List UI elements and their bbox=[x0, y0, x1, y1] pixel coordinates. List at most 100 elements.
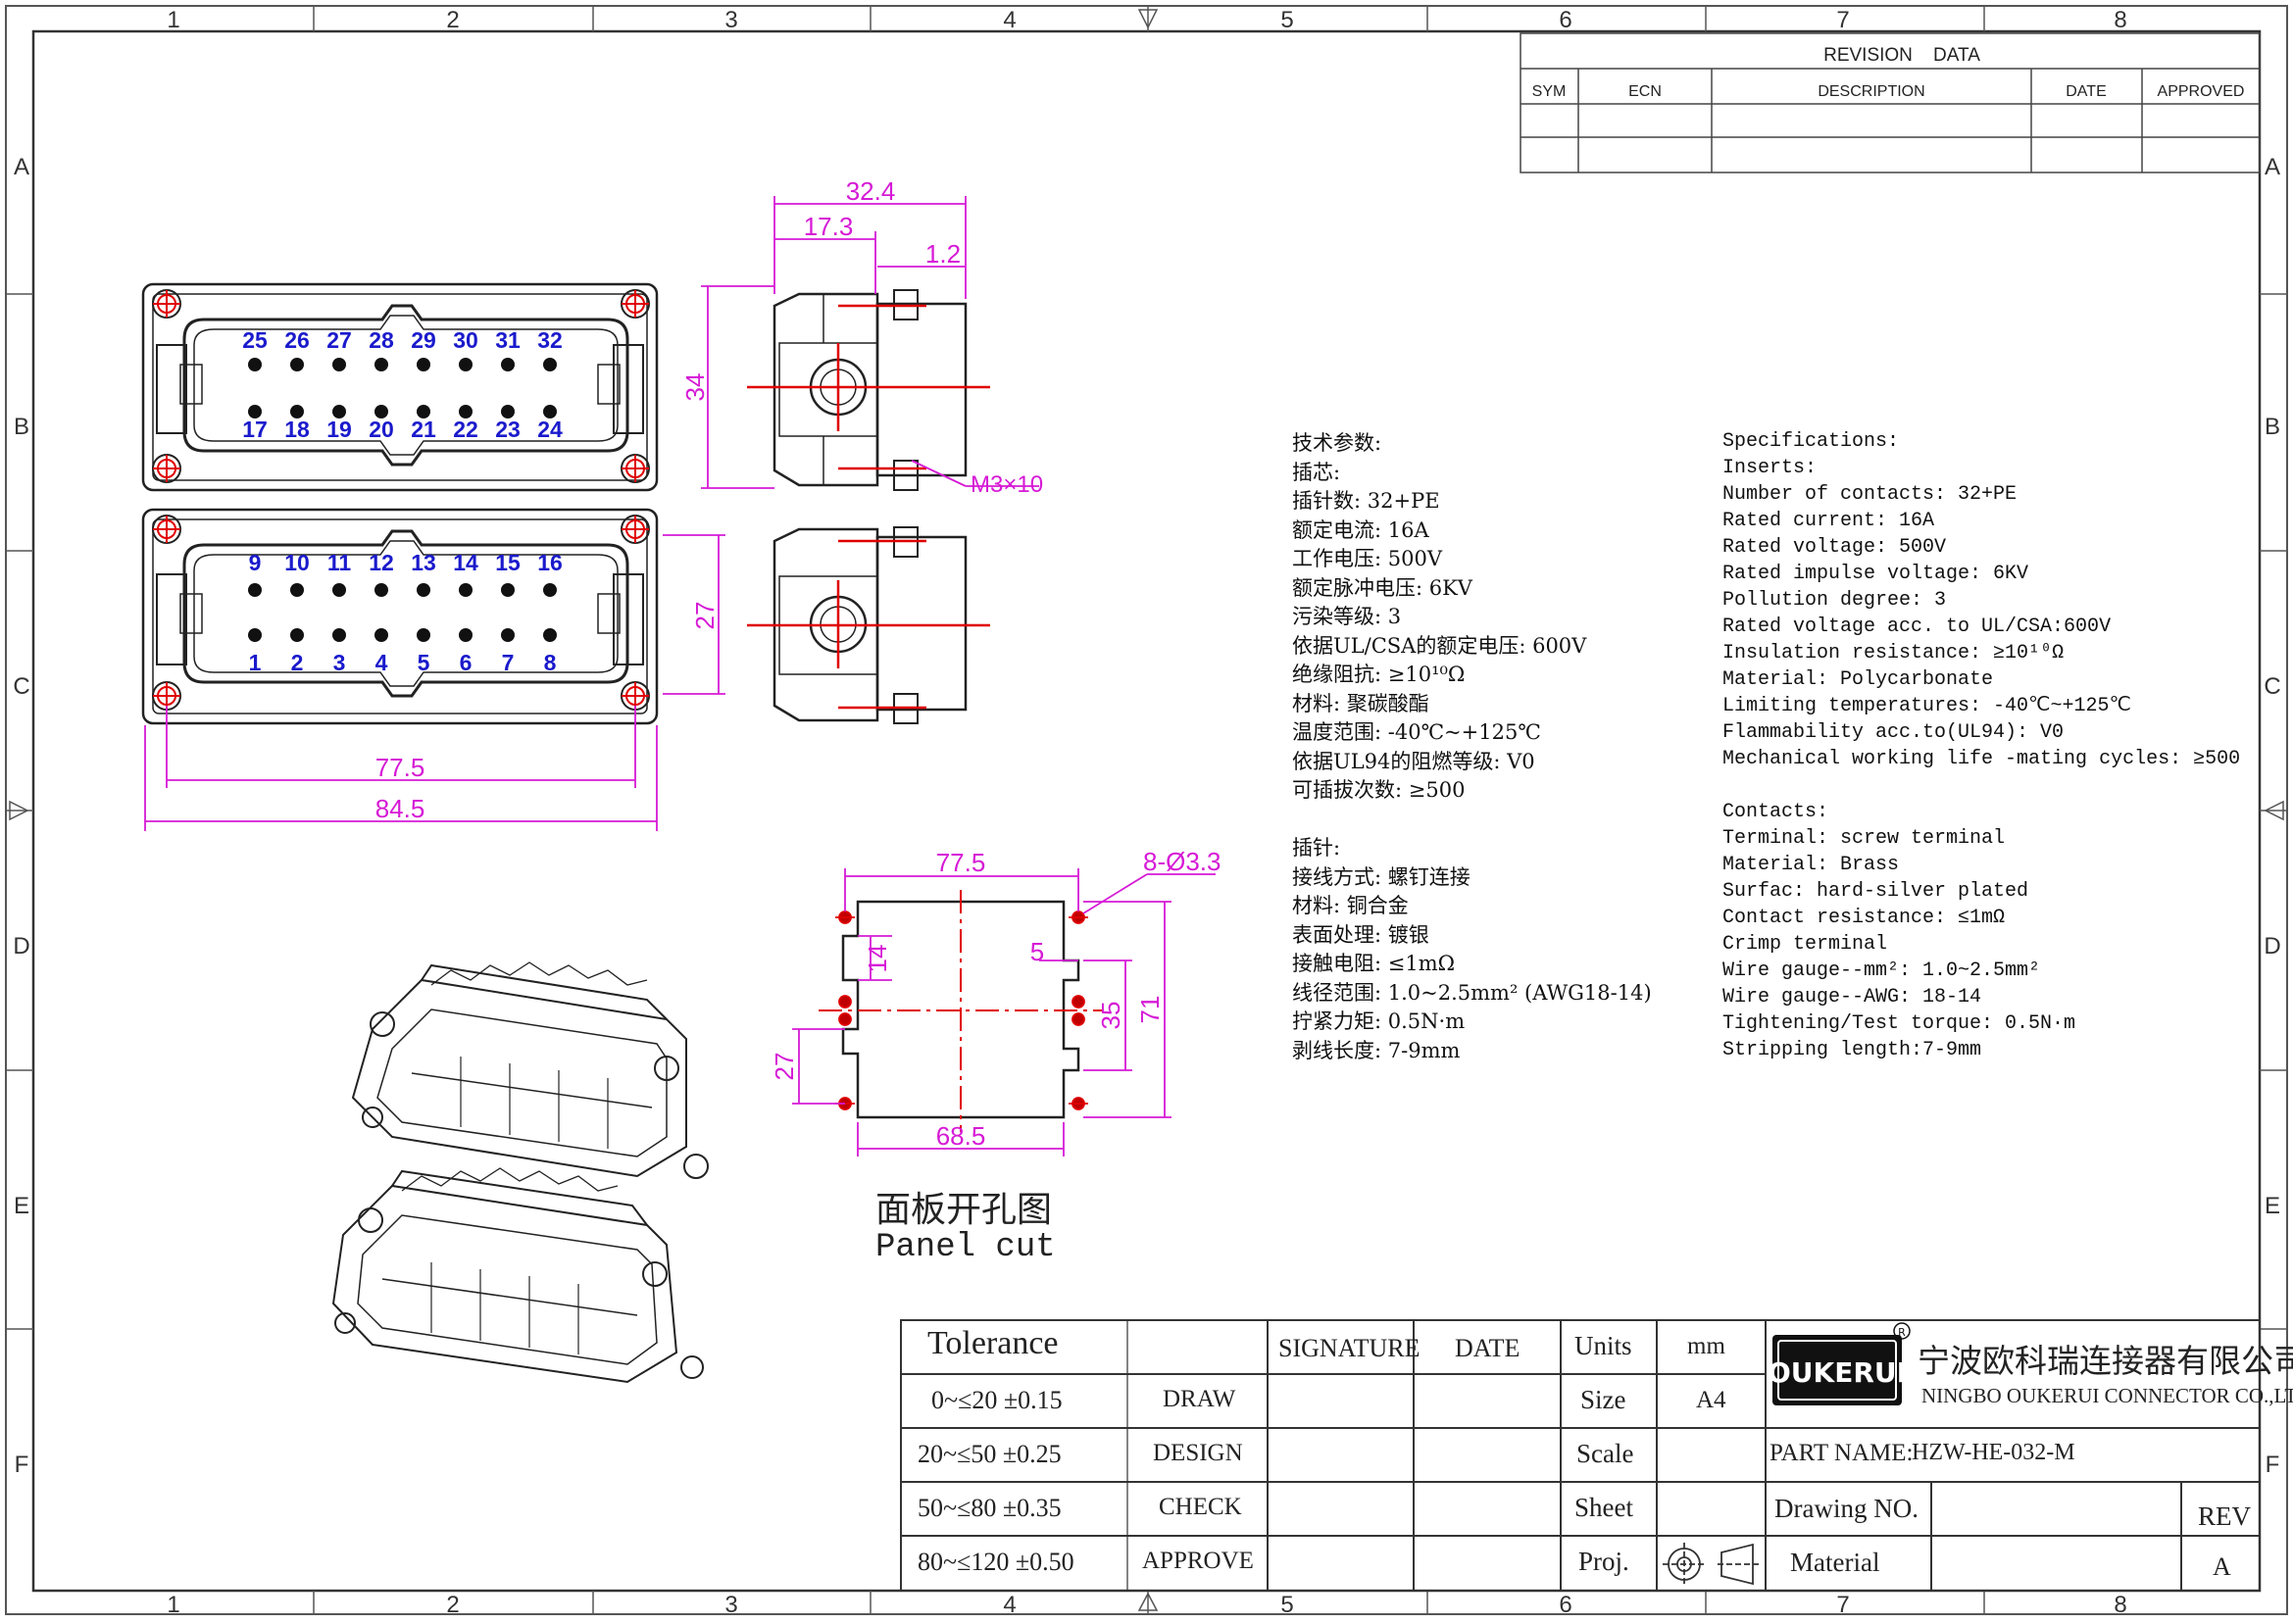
spec-en-line: Surfac: hard-silver plated bbox=[1722, 880, 2029, 903]
part-name-value: HZW-HE-032-M bbox=[1912, 1440, 2075, 1465]
front-dimensions bbox=[144, 534, 725, 831]
spec-cn-line: 材料: 铜合金 bbox=[1292, 894, 1409, 917]
spec-en-block: Specifications: Inserts: Number of conta… bbox=[1722, 428, 2240, 1063]
col-label: 1 bbox=[167, 1592, 179, 1618]
company-name-en: NINGBO OUKERUI CONNECTOR CO.,LTD. bbox=[1921, 1384, 2293, 1407]
contact-dot bbox=[459, 583, 473, 597]
spec-en-line: Contact resistance: ≤1mΩ bbox=[1722, 907, 2006, 929]
spec-cn-line: 插针数: 32+PE bbox=[1292, 489, 1440, 513]
tolerance-row: 50~≤80 ±0.35 bbox=[918, 1494, 1062, 1522]
spec-cn-line: 绝缘阻抗: ≥10¹⁰Ω bbox=[1292, 663, 1466, 686]
contact-dot bbox=[543, 628, 557, 642]
contact-dot bbox=[501, 628, 515, 642]
spec-en-line: Inserts: bbox=[1722, 457, 1818, 479]
revision-table bbox=[1520, 32, 2261, 173]
contact-dot bbox=[543, 358, 557, 371]
spec-cn-line: 可插拔次数: ≥500 bbox=[1292, 778, 1466, 802]
contact-dot bbox=[543, 583, 557, 597]
spec-cn-line: 技术参数: bbox=[1292, 431, 1382, 455]
front-view-lower bbox=[141, 508, 659, 725]
panel-cut-centerlines bbox=[819, 890, 1103, 1132]
spec-cn-line: 依据UL/CSA的额定电压: 600V bbox=[1292, 633, 1587, 658]
dim-27: 27 bbox=[690, 602, 720, 630]
pdim-68-5: 68.5 bbox=[936, 1121, 986, 1151]
contact-dot bbox=[374, 583, 388, 597]
spec-cn-line: 插针: bbox=[1292, 836, 1341, 860]
side-centerlines bbox=[747, 304, 990, 710]
pin-number: 22 bbox=[453, 417, 478, 442]
pin-number: 23 bbox=[495, 417, 521, 442]
pin-number: 27 bbox=[326, 327, 352, 353]
side-view-upper bbox=[773, 289, 968, 491]
spec-en-line: Tightening/Test torque: 0.5N·m bbox=[1722, 1012, 2076, 1035]
tolerance-row: 20~≤50 ±0.25 bbox=[918, 1440, 1062, 1468]
proj-label: Proj. bbox=[1578, 1547, 1629, 1576]
rev-header-ecn: ECN bbox=[1628, 83, 1662, 100]
pin-number: 16 bbox=[537, 550, 563, 575]
row-label: B bbox=[14, 414, 29, 440]
front-view-upper bbox=[141, 282, 659, 492]
role-approve: APPROVE bbox=[1142, 1548, 1254, 1574]
panel-cut-outline bbox=[841, 900, 1080, 1119]
contact-dot bbox=[459, 628, 473, 642]
spec-cn-line: 插芯: bbox=[1292, 460, 1341, 484]
pin-number: 13 bbox=[411, 550, 436, 575]
col-label: 3 bbox=[724, 1592, 737, 1618]
contact-dot bbox=[332, 405, 346, 418]
rev-header-description: DESCRIPTION bbox=[1818, 83, 1924, 100]
contact-dot bbox=[248, 358, 262, 371]
contact-dot bbox=[374, 358, 388, 371]
row-label: A bbox=[14, 154, 29, 180]
role-draw: DRAW bbox=[1163, 1386, 1236, 1412]
col-label: 6 bbox=[1559, 7, 1571, 33]
panel-cut-caption-en: Panel cut bbox=[875, 1229, 1056, 1266]
spec-en-line: Material: Polycarbonate bbox=[1722, 668, 1994, 691]
spec-en-line: Stripping length:7-9mm bbox=[1722, 1039, 1982, 1061]
contact-dot bbox=[501, 405, 515, 418]
spec-cn-line: 工作电压: 500V bbox=[1292, 547, 1442, 570]
pin-number: 8 bbox=[544, 650, 557, 675]
pin-number: 7 bbox=[502, 650, 515, 675]
role-check: CHECK bbox=[1159, 1494, 1242, 1520]
spec-cn-line: 材料: 聚碳酸酯 bbox=[1292, 691, 1429, 715]
sheet-label: Sheet bbox=[1574, 1493, 1633, 1522]
contact-dot bbox=[374, 628, 388, 642]
col-label: 8 bbox=[2114, 1592, 2126, 1618]
pin-number: 25 bbox=[242, 327, 268, 353]
col-label: 4 bbox=[1003, 1592, 1016, 1618]
spec-cn-line: 表面处理: 镀银 bbox=[1292, 922, 1429, 947]
company-logo: OUKERUI R bbox=[1768, 1322, 1911, 1405]
svg-text:R: R bbox=[1898, 1326, 1906, 1339]
isometric-view-lower bbox=[331, 1167, 704, 1384]
title-block-grid bbox=[900, 1319, 2261, 1592]
spec-en-line: Specifications: bbox=[1722, 430, 1900, 453]
logo-text: OUKERUI bbox=[1768, 1356, 1907, 1389]
spec-cn-line: 依据UL94的阻燃等级: V0 bbox=[1292, 749, 1535, 773]
contact-dot bbox=[459, 405, 473, 418]
units-label: Units bbox=[1574, 1331, 1632, 1360]
spec-en-line: Number of contacts: 32+PE bbox=[1722, 483, 2018, 506]
pin-number: 10 bbox=[284, 550, 310, 575]
front-dim-text: 77.5 84.5 27 bbox=[375, 602, 720, 823]
row-label: B bbox=[2265, 414, 2280, 440]
contact-dot bbox=[459, 358, 473, 371]
col-label: 7 bbox=[1836, 7, 1849, 33]
spec-en-line: Pollution degree: 3 bbox=[1722, 589, 1947, 612]
panel-cut-dim-text: 77.5 8-Ø3.3 5 14 35 71 27 68.5 bbox=[770, 847, 1221, 1151]
scale-label: Scale bbox=[1576, 1439, 1634, 1468]
side-dimensions bbox=[701, 196, 1039, 489]
panel-cut-dimensions bbox=[792, 868, 1216, 1156]
role-design: DESIGN bbox=[1153, 1440, 1243, 1466]
pin-number: 1 bbox=[249, 650, 262, 675]
spec-en-line: Limiting temperatures: -40℃~+125℃ bbox=[1722, 695, 2131, 717]
side-dim-text: 32.4 17.3 1.2 34 M3×10 bbox=[680, 176, 1043, 498]
tolerance-row: 80~≤120 ±0.50 bbox=[918, 1548, 1074, 1576]
pin-number: 2 bbox=[291, 650, 304, 675]
dim-84-5: 84.5 bbox=[375, 794, 425, 823]
pin-number: 12 bbox=[369, 550, 394, 575]
spec-en-line: Rated current: 16A bbox=[1722, 510, 1935, 532]
col-label: 5 bbox=[1280, 7, 1293, 33]
col-label: 4 bbox=[1003, 7, 1016, 33]
contact-dot bbox=[248, 405, 262, 418]
row-label: E bbox=[14, 1193, 29, 1219]
